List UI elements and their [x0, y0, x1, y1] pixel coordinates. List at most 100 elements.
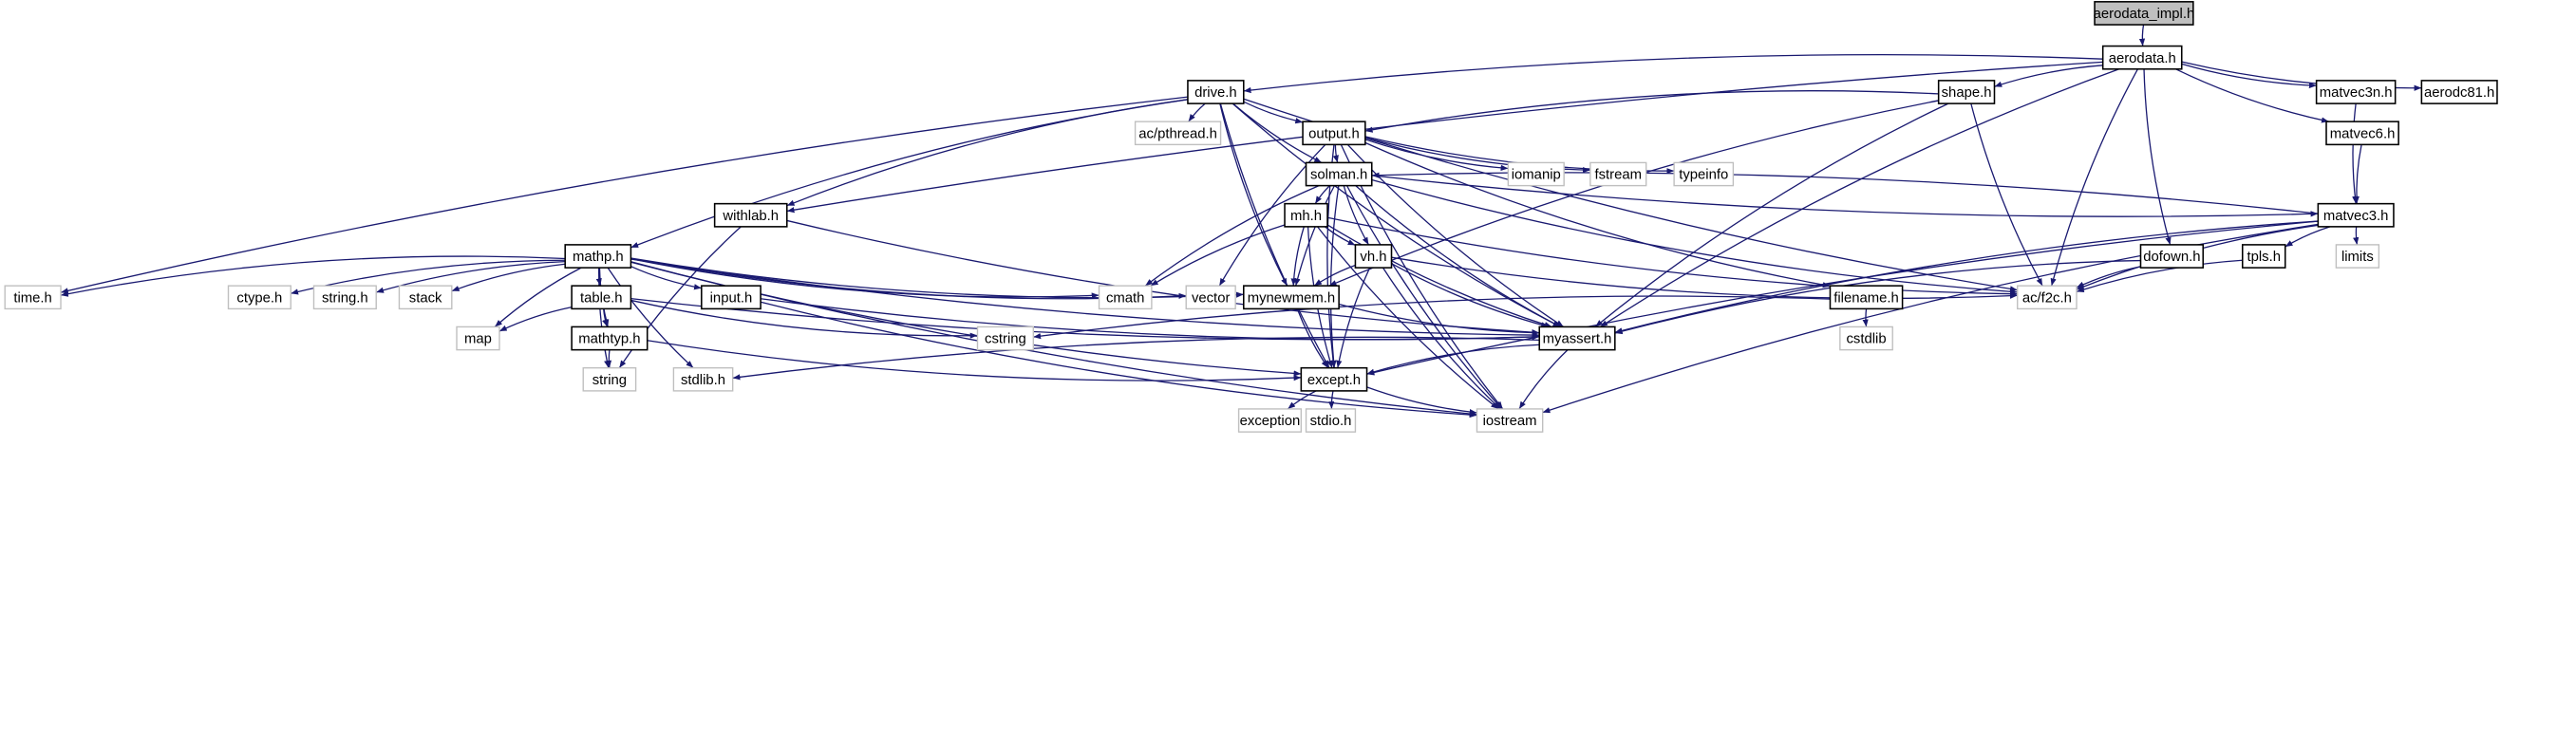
- node-mathtyp-h[interactable]: mathtyp.h: [571, 326, 649, 351]
- edge-except-h-to-stdio-h: [1328, 390, 1335, 409]
- node-box: [4, 285, 62, 310]
- edge-vh-h-to-iostream: [1382, 267, 1501, 410]
- node-label: table.h: [580, 290, 623, 306]
- edge-table-h-to-map: [498, 307, 573, 332]
- node-mynewmem-h[interactable]: mynewmem.h: [1243, 285, 1340, 310]
- node-withlab-h[interactable]: withlab.h: [713, 202, 788, 228]
- node-drive-h[interactable]: drive.h: [1187, 80, 1245, 104]
- node-box: [1098, 285, 1153, 310]
- edge-mh-h-to-cmath: [1150, 224, 1286, 287]
- edge-filename-h-to-cstring: [1033, 295, 1831, 340]
- node-aerodata-h[interactable]: aerodata.h: [2101, 45, 2183, 70]
- node-label: cstring: [985, 332, 1026, 347]
- edge-drive-h-to-mynewmem-h: [1219, 102, 1288, 287]
- edge-matvec3-h-to-iostream: [1542, 223, 2319, 414]
- edge-output-h-to-iomanip: [1364, 139, 1509, 172]
- edge-output-h-to-solman-h: [1332, 144, 1339, 163]
- edge-aerodata-impl-h-to-aerodata-h: [2138, 24, 2146, 46]
- edge-solman-h-to-myassert-h: [1355, 185, 1561, 327]
- edge-table-h-to-cstring: [630, 299, 978, 339]
- nodes-layer: aerodata_impl.h aerodata.h drive.h shape.h m…: [4, 1, 2498, 433]
- node-label: ac/f2c.h: [2022, 290, 2072, 306]
- edge-mathp-h-to-myassert-h: [630, 258, 1540, 339]
- node-mh-h[interactable]: mh.h: [1284, 202, 1328, 228]
- node-stack: stack: [398, 285, 453, 310]
- node-label: filename.h: [1833, 290, 1899, 306]
- node-filename-h[interactable]: filename.h: [1829, 285, 1904, 310]
- node-box: [456, 326, 500, 351]
- edge-drive-h-to-output-h: [1243, 101, 1304, 124]
- node-myassert-h[interactable]: myassert.h: [1538, 326, 1616, 351]
- node-cstdlib: cstdlib: [1839, 326, 1893, 351]
- node-box: [2241, 244, 2286, 269]
- node-label: string: [592, 373, 627, 388]
- node-aerodc81-h[interactable]: aerodc81.h: [2420, 80, 2498, 104]
- node-label: aerodata_impl.h: [2094, 7, 2195, 22]
- node-label: ctype.h: [236, 290, 282, 306]
- edge-mh-h-to-vh-h: [1324, 226, 1356, 247]
- edge-drive-h-to-time-h: [60, 96, 1189, 294]
- node-box: [1185, 285, 1236, 310]
- node-cstring: cstring: [976, 326, 1035, 351]
- node-shape-h[interactable]: shape.h: [1937, 80, 1996, 104]
- node-except-h[interactable]: except.h: [1300, 366, 1368, 392]
- edge-myassert-h-to-iostream: [1518, 349, 1569, 410]
- node-box: [701, 285, 762, 310]
- node-matvec6-h[interactable]: matvec6.h: [2325, 121, 2399, 146]
- node-stdlib-h: stdlib.h: [672, 366, 734, 392]
- node-label: ac/pthread.h: [1138, 126, 1217, 141]
- edge-mathp-h-to-map: [494, 267, 582, 327]
- edge-output-h-to-vector: [1218, 143, 1326, 287]
- node-tpls-h[interactable]: tpls.h: [2241, 244, 2286, 269]
- edge-matvec3n-h-to-matvec3-h: [2352, 103, 2359, 204]
- node-table-h[interactable]: table.h: [571, 285, 632, 310]
- node-box: [312, 285, 377, 310]
- node-label: drive.h: [1194, 85, 1237, 101]
- node-output-h[interactable]: output.h: [1302, 121, 1366, 146]
- node-box: [1538, 326, 1616, 351]
- node-label: exception: [1240, 414, 1301, 429]
- node-label: iostream: [1483, 414, 1537, 429]
- edge-mh-h-to-myassert-h: [1326, 224, 1552, 328]
- edge-dofown-h-to-ac-f2c-h: [2076, 266, 2141, 288]
- node-box: [2420, 80, 2498, 104]
- node-map: map: [456, 326, 500, 351]
- edge-aerodata-h-to-myassert-h: [1600, 68, 2120, 327]
- edge-aerodata-h-to-dofown-h: [2143, 68, 2172, 246]
- edge-mathp-h-to-string: [598, 268, 611, 368]
- edge-mathp-h-to-mynewmem-h: [630, 257, 1244, 299]
- node-label: input.h: [710, 290, 753, 306]
- node-label: except.h: [1307, 373, 1361, 388]
- edge-table-h-to-mathtyp-h: [602, 308, 609, 327]
- node-iostream: iostream: [1476, 408, 1544, 433]
- node-vh-h[interactable]: vh.h: [1354, 244, 1393, 269]
- node-label: solman.h: [1310, 168, 1367, 183]
- node-solman-h[interactable]: solman.h: [1305, 161, 1373, 187]
- edge-aerodata-h-to-matvec6-h: [2175, 68, 2329, 123]
- node-label: limits: [2341, 250, 2374, 265]
- node-box: [1187, 80, 1245, 104]
- node-box: [1829, 285, 1904, 310]
- node-box: [2094, 1, 2194, 26]
- node-box: [227, 285, 291, 310]
- edge-aerodata-h-to-shape-h: [1994, 65, 2103, 87]
- node-input-h[interactable]: input.h: [701, 285, 762, 310]
- node-box: [1302, 121, 1366, 146]
- node-label: time.h: [13, 290, 51, 306]
- node-label: tpls.h: [2247, 250, 2281, 265]
- edge-dofown-h-to-myassert-h: [1614, 259, 2141, 335]
- node-matvec3-h[interactable]: matvec3.h: [2317, 202, 2395, 228]
- node-label: shape.h: [1942, 85, 1992, 101]
- node-matvec3n-h[interactable]: matvec3n.h: [2315, 80, 2397, 104]
- node-iomanip: iomanip: [1507, 161, 1565, 187]
- node-dofown-h[interactable]: dofown.h: [2139, 244, 2205, 269]
- edge-mathtyp-h-to-string: [605, 349, 612, 368]
- node-label: stack: [409, 290, 442, 306]
- edge-matvec3-h-to-limits: [2353, 226, 2360, 246]
- node-mathp-h[interactable]: mathp.h: [564, 244, 632, 269]
- node-label: fstream: [1595, 168, 1643, 183]
- node-box: [1673, 161, 1735, 187]
- edge-input-h-to-iostream: [760, 301, 1477, 418]
- node-label: cmath: [1106, 290, 1144, 306]
- edge-solman-h-to-mh-h: [1314, 185, 1330, 204]
